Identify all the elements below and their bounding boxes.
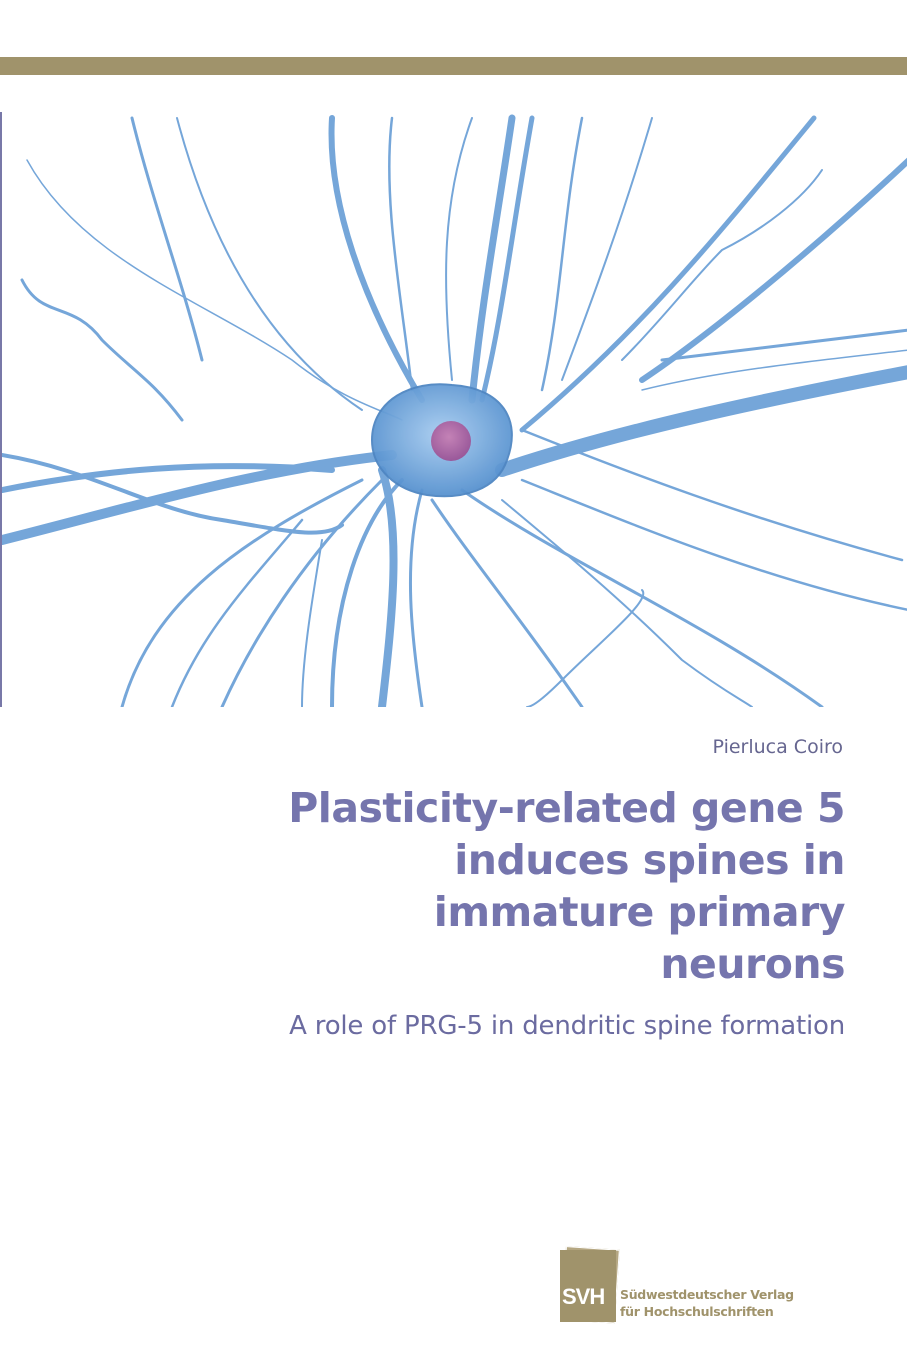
author-name: Pierluca Coiro xyxy=(712,736,843,758)
publisher-name: Südwestdeutscher Verlag für Hochschulsch… xyxy=(620,1286,794,1320)
logo-front-page xyxy=(560,1250,616,1322)
book-icon: SVH xyxy=(560,1246,620,1324)
title-line: Plasticity-related gene 5 xyxy=(288,784,845,832)
book-subtitle: A role of PRG-5 in dendritic spine forma… xyxy=(289,1011,845,1041)
publisher-logo: SVH Südwestdeutscher Verlag für Hochschu… xyxy=(560,1246,820,1326)
publisher-line-2: für Hochschulschriften xyxy=(620,1304,774,1319)
left-border-line xyxy=(0,112,2,707)
title-line: induces spines in xyxy=(454,836,845,884)
top-color-bar xyxy=(0,57,907,75)
neuron-icon xyxy=(2,114,907,707)
logo-svh-text: SVH xyxy=(562,1284,605,1309)
book-title: Plasticity-related gene 5 induces spines… xyxy=(145,782,845,990)
publisher-line-1: Südwestdeutscher Verlag xyxy=(620,1287,794,1302)
neuron-illustration xyxy=(2,112,907,707)
title-line: neurons xyxy=(660,940,845,988)
title-line: immature primary xyxy=(433,888,846,936)
